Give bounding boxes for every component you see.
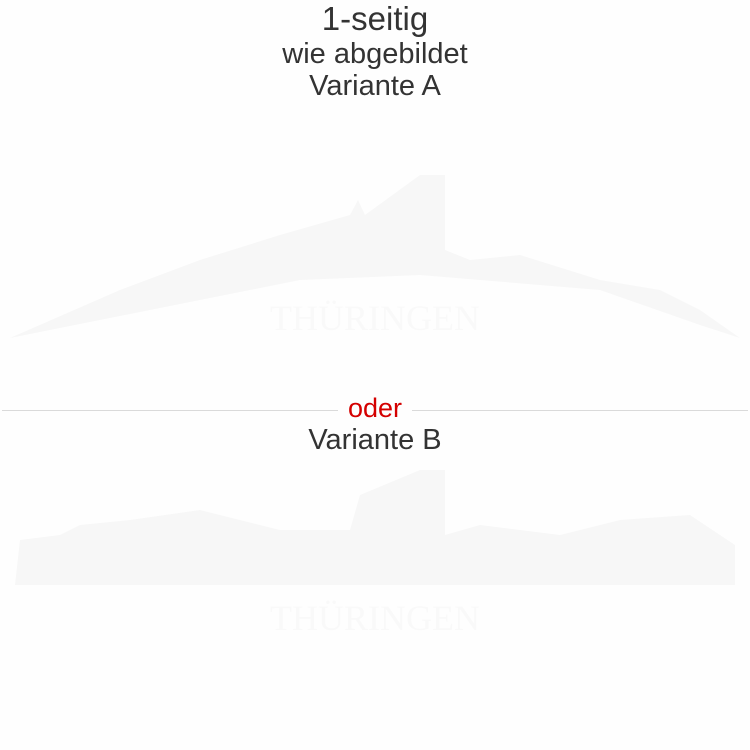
sides-label: 1-seitig xyxy=(321,0,429,37)
as-shown-label: wie abgebildet xyxy=(282,38,468,70)
variant-b-logo-image: THÜRINGEN xyxy=(15,470,735,638)
variant-b-label: Variante B xyxy=(308,424,442,456)
or-separator-label: oder xyxy=(338,393,412,424)
svg-text:THÜRINGEN: THÜRINGEN xyxy=(270,598,480,638)
variant-a-label: Variante A xyxy=(309,70,441,102)
svg-text:THÜRINGEN: THÜRINGEN xyxy=(270,298,480,338)
variant-a-logo-image: THÜRINGEN xyxy=(10,175,740,338)
